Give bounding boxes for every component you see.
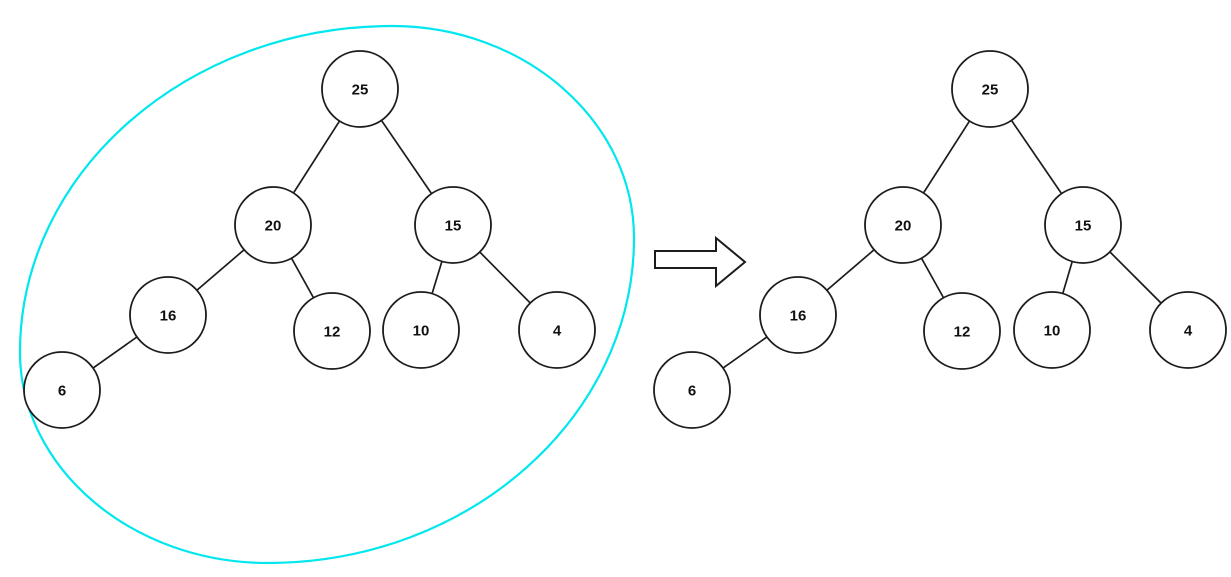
right-arrow-icon bbox=[654, 235, 747, 289]
node-label: 16 bbox=[790, 307, 807, 324]
node-circle bbox=[923, 292, 1001, 370]
node-label: 10 bbox=[1044, 322, 1061, 339]
node-circle bbox=[1149, 291, 1227, 369]
node-circle bbox=[321, 50, 399, 128]
highlight-ellipse bbox=[18, 24, 636, 565]
node-circle bbox=[1044, 186, 1122, 264]
tree-right-node-4: 4 bbox=[1149, 291, 1227, 369]
node-circle bbox=[759, 276, 837, 354]
node-circle bbox=[518, 291, 596, 369]
tree-right: 25 20 15 16 12 10 4 6 bbox=[653, 50, 1227, 429]
node-label: 6 bbox=[58, 382, 66, 399]
tree-right-node-20: 20 bbox=[864, 186, 942, 264]
node-circle bbox=[23, 351, 101, 429]
node-circle bbox=[129, 276, 207, 354]
node-circle bbox=[951, 50, 1029, 128]
tree-left-circled-node-12: 12 bbox=[293, 292, 371, 370]
tree-left-circled-node-20: 20 bbox=[234, 186, 312, 264]
node-label: 12 bbox=[954, 323, 971, 340]
node-label: 20 bbox=[265, 217, 282, 234]
node-label: 25 bbox=[982, 81, 999, 98]
tree-left-circled-node-15: 15 bbox=[414, 186, 492, 264]
node-circle bbox=[234, 186, 312, 264]
node-circle bbox=[1013, 291, 1091, 369]
node-label: 12 bbox=[324, 323, 341, 340]
node-circle bbox=[293, 292, 371, 370]
node-circle bbox=[382, 291, 460, 369]
node-label: 4 bbox=[553, 322, 562, 339]
node-label: 25 bbox=[352, 81, 369, 98]
node-label: 6 bbox=[688, 382, 696, 399]
tree-left-circled-node-10: 10 bbox=[382, 291, 460, 369]
tree-left-circled-node-6: 6 bbox=[23, 351, 101, 429]
tree-right-node-15: 15 bbox=[1044, 186, 1122, 264]
tree-left-circled: 25 20 15 16 12 10 4 6 bbox=[23, 50, 596, 429]
tree-left-circled-node-16: 16 bbox=[129, 276, 207, 354]
node-label: 4 bbox=[1184, 322, 1193, 339]
node-label: 15 bbox=[445, 217, 462, 234]
tree-right-node-16: 16 bbox=[759, 276, 837, 354]
node-label: 20 bbox=[895, 217, 912, 234]
node-label: 15 bbox=[1075, 217, 1092, 234]
node-label: 10 bbox=[413, 322, 430, 339]
tree-left-circled-node-25: 25 bbox=[321, 50, 399, 128]
tree-right-node-6: 6 bbox=[653, 351, 731, 429]
tree-right-node-12: 12 bbox=[923, 292, 1001, 370]
tree-right-node-25: 25 bbox=[951, 50, 1029, 128]
tree-left-circled-node-4: 4 bbox=[518, 291, 596, 369]
node-circle bbox=[414, 186, 492, 264]
node-circle bbox=[653, 351, 731, 429]
node-label: 16 bbox=[160, 307, 177, 324]
tree-right-node-10: 10 bbox=[1013, 291, 1091, 369]
node-circle bbox=[864, 186, 942, 264]
